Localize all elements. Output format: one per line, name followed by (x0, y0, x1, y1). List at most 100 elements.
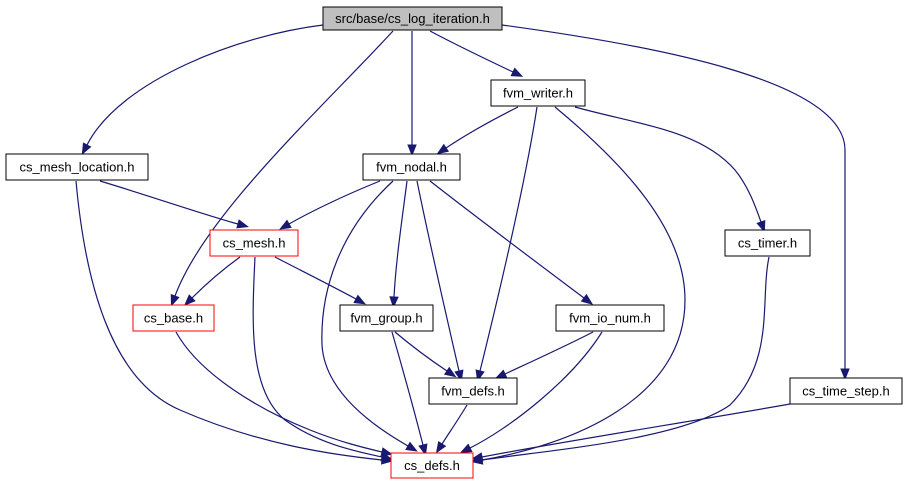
edge-line (252, 256, 383, 458)
edge-n10-n11 (470, 403, 791, 462)
edge-n2-n5 (574, 106, 766, 233)
edge-arrowhead (236, 219, 249, 229)
edge-n0-n10 (501, 24, 850, 381)
edge-line (429, 30, 514, 73)
edge-arrowhead (279, 219, 292, 230)
edge-n0-n1 (81, 24, 324, 156)
edge-n4-n7 (274, 256, 366, 305)
node-cs-base-h[interactable]: cs_base.h (132, 304, 215, 332)
node-box (5, 153, 149, 181)
edge-line (394, 331, 448, 372)
node-cs-mesh-location-h[interactable]: cs_mesh_location.h (5, 153, 149, 181)
edge-n3-n4 (279, 180, 381, 230)
edge-arrowhead (435, 441, 447, 454)
edge-line (504, 331, 594, 375)
edge-line (175, 331, 383, 453)
edge-arrowhead (170, 293, 180, 307)
edge-line (445, 106, 519, 149)
edge-arrowhead (494, 369, 508, 379)
edge-line (441, 404, 468, 445)
edge-arrowhead (443, 366, 457, 378)
node-box (789, 377, 903, 405)
node-box (428, 377, 518, 405)
node-cs-defs-h[interactable]: cs_defs.h (390, 452, 474, 479)
edge-arrowhead (380, 447, 394, 457)
edge-n6-n11 (175, 331, 394, 457)
edge-arrowhead (756, 219, 766, 233)
node-fvm-io-num-h[interactable]: fvm_io_num.h (555, 304, 665, 332)
edge-line (393, 180, 408, 298)
edge-n3-n8 (429, 180, 594, 305)
edge-arrowhead (81, 142, 92, 156)
edge-arrowhead (580, 293, 594, 305)
node-label: cs_timer.h (738, 236, 797, 251)
node-cs-mesh-h[interactable]: cs_mesh.h (209, 229, 299, 257)
edge-n0-n3 (407, 31, 417, 157)
edge-n3-n11 (321, 180, 418, 452)
node-box (390, 452, 474, 479)
node-label: src/base/cs_log_iteration.h (335, 11, 490, 26)
node-label: cs_mesh.h (223, 236, 286, 251)
edge-arrowhead (353, 294, 366, 305)
node-fvm-nodal-h[interactable]: fvm_nodal.h (362, 153, 461, 181)
edges-layer (75, 24, 850, 465)
edge-n0-n6 (170, 30, 394, 307)
edge-n1-n4 (99, 180, 249, 229)
edge-n4-n11 (252, 256, 394, 462)
node-label: cs_time_step.h (802, 384, 889, 399)
edge-line (469, 331, 603, 449)
node-fvm-group-h[interactable]: fvm_group.h (339, 304, 434, 332)
nodes-layer: src/base/cs_log_iteration.h cs_mesh_locat… (5, 6, 903, 479)
edge-n8-n11 (459, 331, 603, 454)
node-cs-timer-h[interactable]: cs_timer.h (724, 229, 811, 257)
edge-arrowhead (436, 143, 450, 155)
edge-arrowhead (459, 443, 473, 454)
edge-n8-n9 (494, 331, 594, 379)
node-box (724, 229, 811, 257)
edge-line (501, 24, 846, 369)
node-label: fvm_group.h (350, 311, 422, 326)
edge-n7-n9 (394, 331, 457, 378)
node-label: fvm_nodal.h (376, 160, 447, 175)
node-box (555, 304, 665, 332)
node-box (362, 153, 461, 181)
node-label: cs_base.h (144, 311, 203, 326)
edge-n3-n7 (389, 180, 408, 309)
node-fvm-writer-h[interactable]: fvm_writer.h (490, 79, 586, 107)
edge-arrowhead (418, 443, 428, 456)
node-cs-time-step-h[interactable]: cs_time_step.h (789, 377, 903, 405)
edge-line (191, 256, 241, 299)
edge-arrowhead (183, 294, 196, 306)
node-box (209, 229, 299, 257)
edge-line (99, 180, 239, 225)
edge-line (274, 256, 357, 300)
edge-arrowhead (405, 441, 418, 452)
edge-arrowhead (407, 144, 417, 157)
edge-n2-n9 (475, 106, 538, 383)
edge-n2-n11 (470, 106, 686, 465)
edge-n0-n2 (429, 30, 524, 77)
node-label: cs_defs.h (404, 458, 460, 473)
node-label: fvm_defs.h (441, 384, 505, 399)
edge-line (574, 106, 762, 223)
node-label: fvm_writer.h (503, 86, 573, 101)
edge-line (479, 106, 538, 372)
edge-arrowhead (510, 67, 524, 77)
edge-n4-n6 (183, 256, 241, 306)
edge-line (391, 331, 424, 446)
edge-n3-n9 (416, 180, 464, 383)
node-box (490, 79, 586, 107)
edge-line (481, 106, 686, 461)
edge-n2-n3 (436, 106, 519, 155)
edge-line (481, 403, 791, 458)
node-box (322, 6, 503, 31)
node-fvm-defs-h[interactable]: fvm_defs.h (428, 377, 518, 405)
node-src-base-cs-log-iteration-h: src/base/cs_log_iteration.h (322, 6, 503, 31)
edge-line (86, 24, 324, 146)
edge-line (416, 180, 460, 372)
edge-line (429, 180, 585, 299)
edge-line (321, 180, 409, 447)
node-label: cs_mesh_location.h (20, 160, 135, 175)
node-box (339, 304, 434, 332)
edge-line (481, 256, 770, 461)
